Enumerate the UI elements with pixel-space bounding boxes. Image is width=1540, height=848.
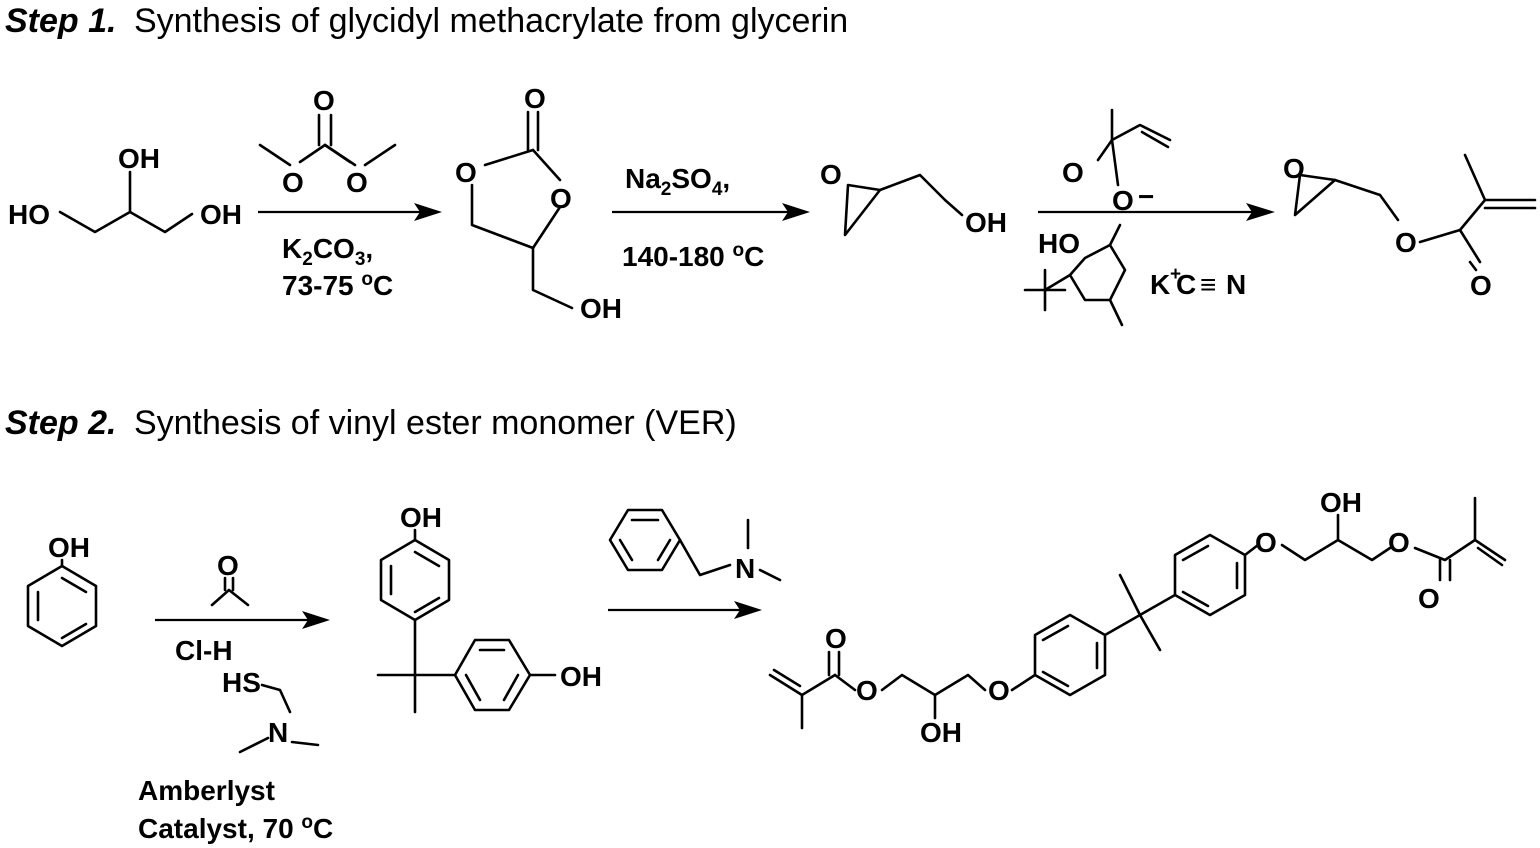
carbonate-o-ring-left: O xyxy=(455,157,477,188)
condition-temp-140-180: 140-180 oC xyxy=(622,240,764,272)
ver-o-ether-left: O xyxy=(988,675,1010,706)
condition-catalyst-line2: Catalyst, 70 oC xyxy=(138,812,333,844)
ver-o-ester-left: O xyxy=(856,675,878,706)
phenol-structure: OH xyxy=(26,532,98,648)
phenol-oh: OH xyxy=(48,532,90,563)
gma-o-ester: O xyxy=(1395,227,1417,258)
carbonate-oh: OH xyxy=(580,293,622,324)
methacrylate-o-anion: O xyxy=(1112,185,1134,216)
glycidyl-methacrylate-structure: O O O xyxy=(1283,153,1537,301)
ver-o-carbonyl-left: O xyxy=(825,623,847,654)
glycerin-oh-right: OH xyxy=(200,199,242,230)
carbonate-o-ring-right: O xyxy=(550,183,572,214)
inhibitor-ho: HO xyxy=(1038,228,1080,259)
mercaptoamine-structure: HS N xyxy=(222,667,320,754)
condition-temp-73-75: 73-75 oC xyxy=(282,269,393,301)
gma-o-ring: O xyxy=(1283,153,1305,184)
condition-catalyst-line1: Amberlyst xyxy=(138,775,275,806)
reaction-arrow-4 xyxy=(155,611,330,629)
glycerol-carbonate-structure: O O O OH xyxy=(455,83,622,324)
methacrylate-o-carbonyl: O xyxy=(1062,157,1084,188)
glycidol-structure: O OH xyxy=(820,159,1007,238)
methacrylate-anion-structure: O O − xyxy=(1062,108,1172,216)
reaction-arrow-1 xyxy=(258,203,442,221)
cyanide-n: N xyxy=(1226,269,1246,300)
glycidol-oh: OH xyxy=(965,207,1007,238)
cyanide-k: K xyxy=(1150,269,1170,300)
glycerin-structure: OH HO OH xyxy=(8,143,242,234)
mercaptoamine-n: N xyxy=(268,717,288,748)
glycidol-o-ring: O xyxy=(820,159,842,190)
potassium-cyanide: K + C ≡ N xyxy=(1150,264,1246,300)
ver-o-ether-right: O xyxy=(1255,527,1277,558)
dmc-o-left: O xyxy=(282,167,304,198)
mercaptoamine-hs: HS xyxy=(222,667,261,698)
bisphenol-a-structure: OH OH xyxy=(376,502,602,714)
bpa-oh-top: OH xyxy=(400,502,442,533)
step1-title: Step 1. Synthesis of glycidyl methacryla… xyxy=(5,2,848,40)
dimethylbenzylamine-structure: N xyxy=(608,508,782,584)
carbonate-o-carbonyl: O xyxy=(524,83,546,114)
step2-title: Step 2. Synthesis of vinyl ester monomer… xyxy=(5,404,737,442)
acetone-o: O xyxy=(217,550,239,581)
glycerin-oh-top: OH xyxy=(118,143,160,174)
cyanide-charge: + xyxy=(1170,264,1181,285)
gma-o-carbonyl: O xyxy=(1470,270,1492,301)
amine-n: N xyxy=(735,553,755,584)
inhibitor-phenol-structure: HO xyxy=(1023,223,1127,327)
glycerin-ho-left: HO xyxy=(8,199,50,230)
dimethyl-carbonate-structure: O O O xyxy=(258,85,397,198)
reaction-arrow-2 xyxy=(612,203,810,221)
acetone-structure: O xyxy=(210,550,250,607)
dmc-o-carbonyl: O xyxy=(313,85,335,116)
ver-monomer-structure: OH O O O O O O OH xyxy=(768,487,1507,748)
cyanide-triple-bond: ≡ xyxy=(1200,269,1216,300)
ver-o-ester-right: O xyxy=(1388,527,1410,558)
reaction-arrow-5 xyxy=(608,601,762,619)
condition-hcl: Cl-H xyxy=(175,635,233,666)
condition-k2co3: K2CO3, xyxy=(282,233,373,270)
ver-o-carbonyl-right: O xyxy=(1418,583,1440,614)
bpa-oh-right: OH xyxy=(560,661,602,692)
ver-oh-bottom: OH xyxy=(920,717,962,748)
cyanide-c: C xyxy=(1176,269,1196,300)
reaction-arrow-3 xyxy=(1038,203,1275,221)
ver-oh-top: OH xyxy=(1320,487,1362,518)
dmc-o-right: O xyxy=(346,167,368,198)
methacrylate-charge: − xyxy=(1138,181,1154,212)
condition-na2so4: Na2SO4, xyxy=(625,163,730,200)
